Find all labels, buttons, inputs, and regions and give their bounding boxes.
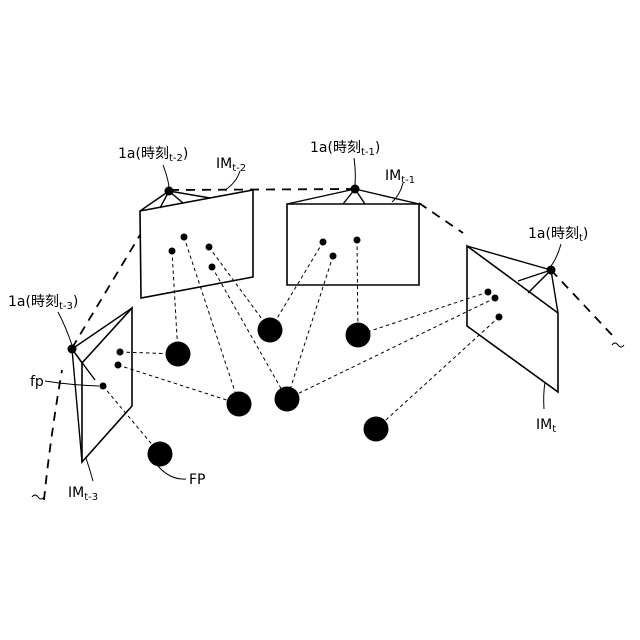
- label-FP: FP: [189, 472, 206, 488]
- image-frame-t-minus-2: [140, 190, 253, 298]
- camera-t-minus-2: [140, 187, 253, 299]
- world-feature-point: [346, 323, 371, 348]
- world-feature-point: [227, 392, 252, 417]
- camera-t-minus-1: [287, 185, 419, 286]
- world-feature-point: [275, 387, 300, 412]
- label-fp: fp: [30, 374, 44, 390]
- camera-label-t-minus-3: 1a(時刻t-3): [8, 294, 78, 312]
- world-feature-point: [364, 417, 389, 442]
- image-frame-t-minus-3: [82, 308, 132, 462]
- camera-center-t-minus-2: [165, 187, 174, 196]
- image-label-t-minus-1: IMt-1: [385, 168, 415, 186]
- camera-label-t-minus-2: 1a(時刻t-2): [118, 146, 188, 164]
- camera-center-t: [547, 266, 556, 275]
- camera-t: [467, 246, 558, 392]
- image-label-t-minus-2: IMt-2: [216, 156, 246, 174]
- world-feature-point: [258, 318, 283, 343]
- world-feature-point: [166, 342, 191, 367]
- camera-center-t-minus-3: [68, 345, 77, 354]
- world-feature-point-fp-3d: [148, 442, 173, 467]
- world-feature-points: [148, 318, 389, 467]
- image-frame-t-minus-1: [287, 204, 419, 285]
- camera-label-t-minus-1: 1a(時刻t-1): [310, 140, 380, 158]
- camera-center-t-minus-1: [351, 185, 360, 194]
- image-label-t: IMt: [536, 417, 556, 435]
- camera-label-t: 1a(時刻t): [528, 226, 588, 244]
- image-label-t-minus-3: IMt-3: [68, 485, 98, 503]
